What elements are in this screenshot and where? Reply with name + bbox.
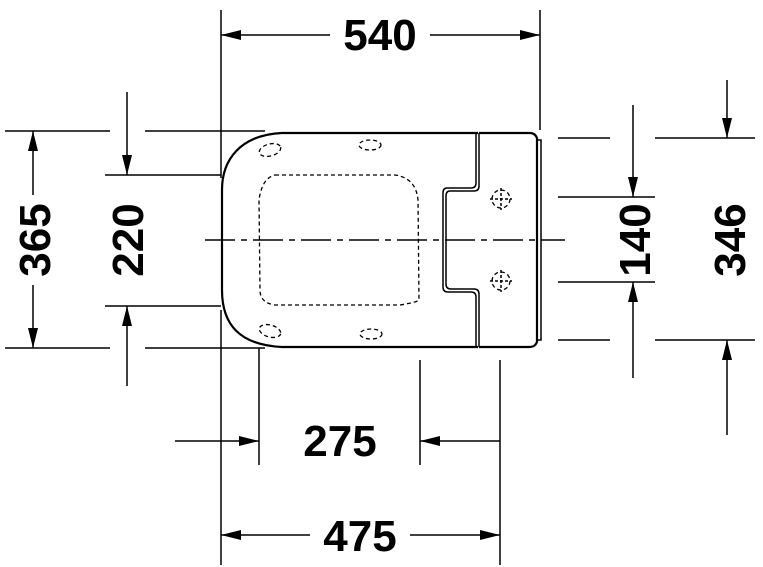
dimension-label: 346: [706, 203, 755, 276]
fixing-hole-bottom: [490, 270, 512, 292]
dimension-346: 346: [558, 80, 755, 435]
fixing-hole-top: [490, 188, 512, 210]
dimension-365: 365: [5, 130, 265, 349]
dimension-220: 220: [104, 92, 221, 386]
bumper-bottom-left: [258, 323, 282, 339]
dimension-label: 275: [303, 417, 376, 466]
dimension-540: 540: [220, 10, 541, 178]
dimension-label: 220: [104, 203, 153, 276]
dimension-label: 140: [611, 203, 660, 276]
dimension-140: 140: [558, 105, 660, 378]
seat-opening-hidden-line: [258, 174, 420, 306]
dimension-label: 365: [11, 203, 60, 276]
dimension-label: 540: [343, 11, 416, 60]
dimension-label: 475: [323, 512, 396, 561]
bumper-bottom-center: [359, 328, 383, 340]
bumper-top-left: [258, 142, 282, 158]
dimension-475: 475: [220, 310, 501, 565]
bumper-top-center: [358, 139, 382, 151]
toilet-seat-outline: [205, 131, 565, 349]
dimension-275: 275: [175, 348, 500, 466]
